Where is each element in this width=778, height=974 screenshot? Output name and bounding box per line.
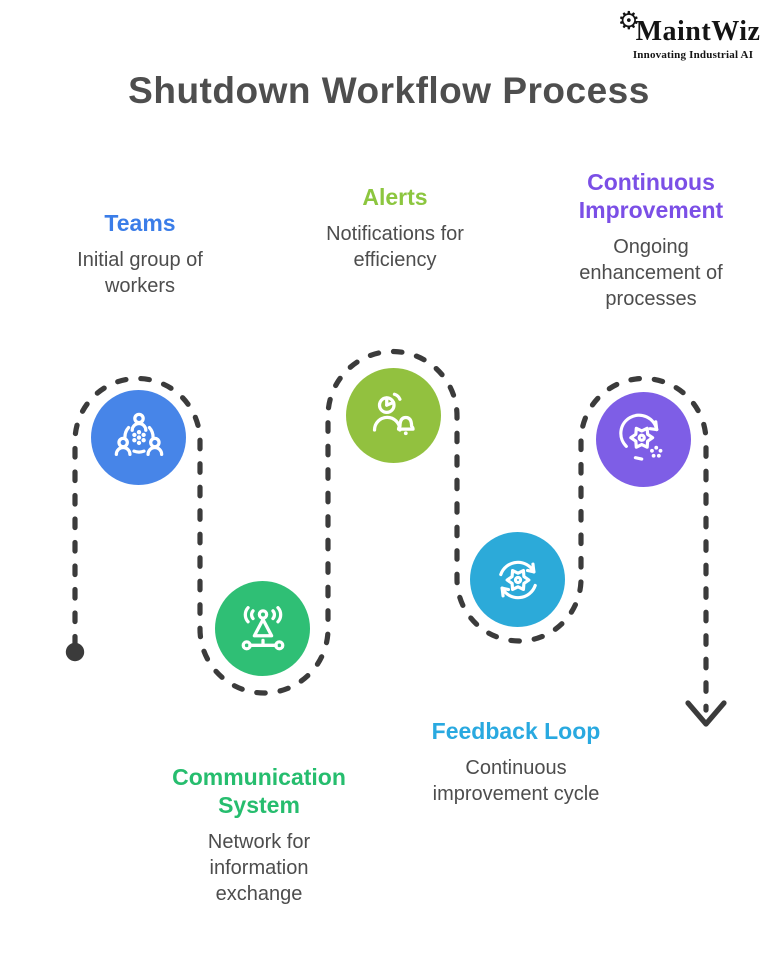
communication-label: Communication System Network for informa… — [144, 763, 374, 907]
step-heading: Communication System — [172, 764, 346, 818]
teams-label: Teams Initial group of workers — [35, 209, 245, 299]
gear-refresh-icon — [498, 560, 537, 599]
alerts-node — [346, 368, 441, 463]
brand-tagline: Innovating Industrial AI — [632, 49, 754, 61]
gear-improvement-icon — [618, 413, 662, 461]
feedback-node — [470, 532, 565, 627]
feedback-label: Feedback Loop Continuous improvement cyc… — [401, 717, 631, 807]
step-description: Initial group of workers — [77, 249, 203, 297]
brand-wordmark: ⚙ MaintWiz — [618, 6, 761, 48]
step-heading: Teams — [104, 210, 176, 236]
team-collaboration-icon — [114, 412, 163, 456]
teams-node — [91, 390, 186, 485]
alerts-label: Alerts Notifications for efficiency — [295, 183, 495, 273]
step-description: Notifications for efficiency — [326, 223, 464, 271]
step-description: Continuous improvement cycle — [432, 757, 600, 805]
step-description: Network for information exchange — [207, 831, 311, 905]
brand-logo: ⚙ MaintWiz Innovating Industrial AI — [618, 6, 768, 61]
step-description: Ongoing enhancement of processes — [579, 236, 723, 310]
improvement-node — [596, 392, 691, 487]
person-bell-icon — [372, 392, 415, 435]
path-end-arrow-icon — [685, 700, 727, 727]
path-start-dot — [65, 642, 85, 662]
page-title: Shutdown Workflow Process — [128, 70, 650, 111]
step-heading: Alerts — [362, 184, 428, 210]
communication-node — [215, 581, 310, 676]
improvement-label: Continuous Improvement Ongoing enhanceme… — [558, 168, 744, 312]
antenna-network-icon — [241, 605, 284, 650]
gear-icon: ⚙ — [617, 6, 641, 35]
step-heading: Feedback Loop — [431, 718, 601, 744]
step-heading: Continuous Improvement — [578, 169, 724, 223]
brand-name: MaintWiz — [635, 16, 761, 47]
